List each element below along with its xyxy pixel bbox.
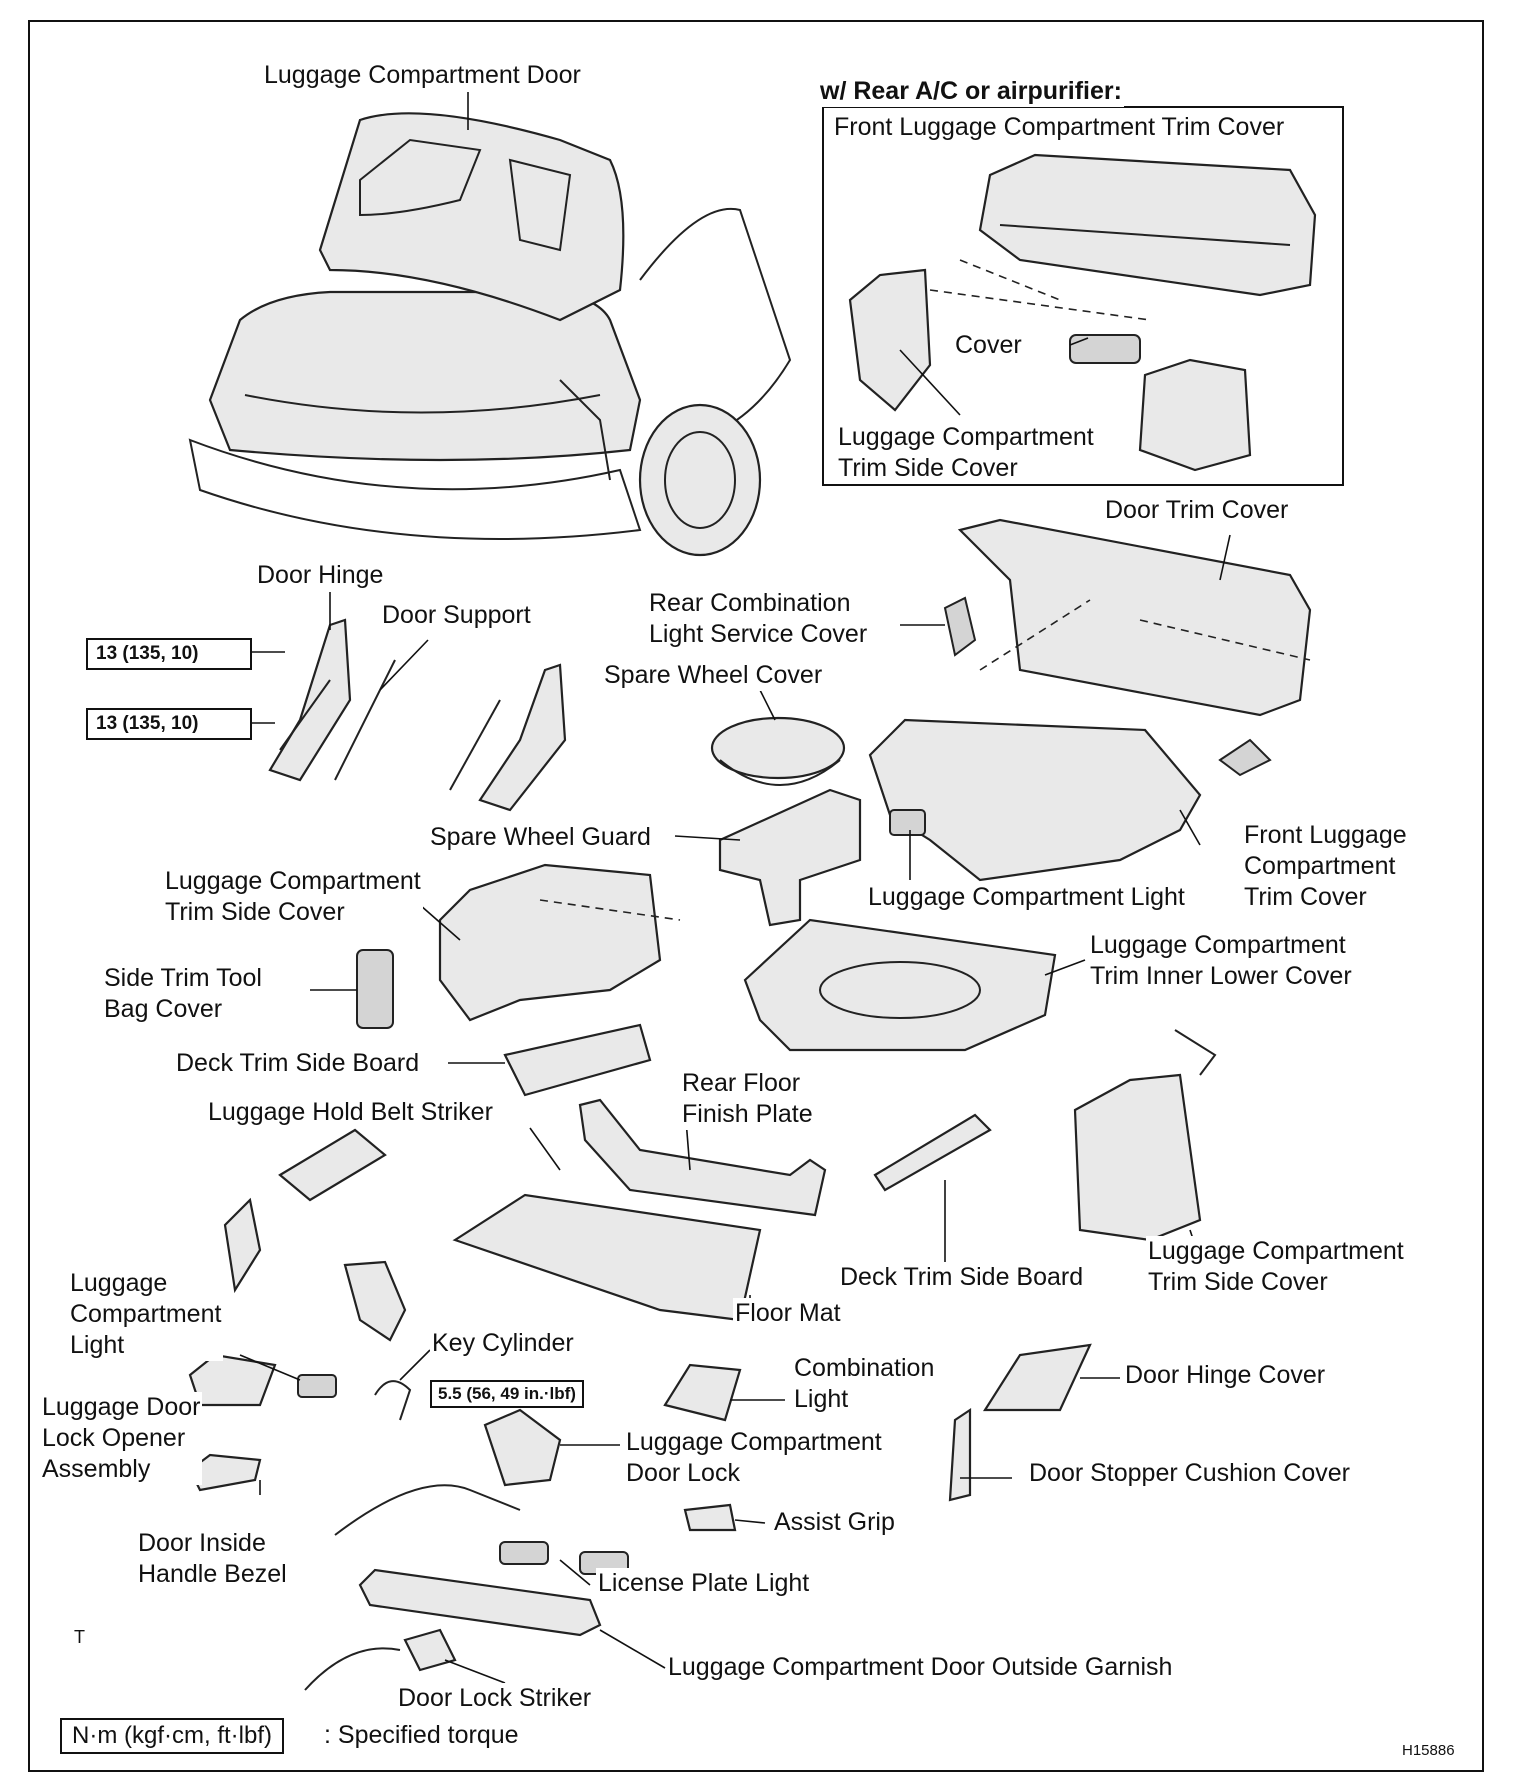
front-luggage-trim-cover-drawing: [868, 718, 1202, 882]
door-inside-handle-bezel-drawing: [188, 1453, 262, 1492]
label-luggage-trim-inner-lower-cover: Luggage Compartment Trim Inner Lower Cov…: [1088, 930, 1354, 992]
label-combination-light: Combination Light: [792, 1353, 937, 1415]
label-front-luggage-trim-cover-inset: Front Luggage Compartment Trim Cover: [832, 112, 1287, 143]
label-luggage-door-lock-opener: Luggage Door Lock Opener Assembly: [40, 1392, 203, 1485]
label-luggage-trim-side-cover-left: Luggage Compartment Trim Side Cover: [163, 866, 423, 928]
door-support-right-drawing: [449, 699, 501, 791]
luggage-door-lock-drawing: [483, 1408, 562, 1487]
label-luggage-trim-side-cover-inset: Luggage Compartment Trim Side Cover: [836, 422, 1096, 484]
luggage-light-cover-drawing: [1218, 738, 1272, 777]
corner-mark: T: [72, 1622, 87, 1653]
label-deck-trim-side-board-left: Deck Trim Side Board: [174, 1048, 422, 1079]
legend-unit-text: : Specified torque: [322, 1720, 521, 1751]
label-rear-combination-light-service-cover: Rear Combination Light Service Cover: [647, 588, 870, 650]
license-plate-light-drawing: [499, 1541, 549, 1565]
label-front-luggage-trim-cover: Front Luggage Compartment Trim Cover: [1242, 820, 1409, 913]
label-luggage-trim-side-cover-right: Luggage Compartment Trim Side Cover: [1146, 1236, 1406, 1298]
label-door-hinge-cover: Door Hinge Cover: [1123, 1360, 1328, 1391]
label-assist-grip: Assist Grip: [772, 1507, 897, 1538]
door-support-drawing: [334, 659, 396, 781]
combination-light-drawing: [663, 1363, 742, 1422]
label-deck-trim-side-board-right: Deck Trim Side Board: [838, 1262, 1086, 1293]
label-luggage-hold-belt-striker: Luggage Hold Belt Striker: [206, 1097, 495, 1128]
torque-door-lock: 5.5 (56, 49 in.·lbf): [430, 1380, 584, 1408]
label-door-inside-handle-bezel: Door Inside Handle Bezel: [136, 1528, 289, 1590]
floor-mat-drawing: [452, 1193, 762, 1322]
luggage-trim-inner-lower-cover-drawing: [743, 918, 1057, 1052]
label-cover: Cover: [953, 330, 1024, 361]
rear-floor-finish-plate-drawing: [578, 1098, 827, 1217]
torque-hinge-lower: 13 (135, 10): [86, 708, 252, 740]
spare-wheel-guard-drawing: [718, 788, 862, 927]
label-license-plate-light: License Plate Light: [596, 1568, 812, 1599]
door-lock-striker-drawing: [403, 1628, 457, 1672]
leader-lines: [239, 92, 1231, 1684]
door-trim-cover-drawing: [957, 518, 1312, 717]
spare-wheel-cover-drawing: [710, 716, 846, 780]
key-cylinder-drawing: [374, 1380, 412, 1421]
side-trim-tool-bag-cover-drawing: [356, 949, 394, 1029]
car-body-drawing: [188, 112, 792, 557]
door-stopper-cushion-cover-drawing: [948, 1407, 972, 1502]
label-rear-floor-finish-plate: Rear Floor Finish Plate: [680, 1068, 815, 1130]
label-luggage-compartment-light-upper: Luggage Compartment Light: [866, 882, 1187, 913]
luggage-hold-belt-striker-drawing: [278, 1128, 387, 1202]
label-door-outside-garnish: Luggage Compartment Door Outside Garnish: [666, 1652, 1175, 1683]
label-floor-mat: Floor Mat: [733, 1298, 843, 1329]
label-rear-ac-heading: w/ Rear A/C or airpurifier:: [818, 76, 1124, 107]
label-door-lock-striker: Door Lock Striker: [396, 1683, 594, 1714]
legend-unit-box: N·m (kgf·cm, ft·lbf): [60, 1718, 284, 1754]
luggage-door-lock-opener-drawing: [188, 1353, 277, 1407]
luggage-trim-side-cover-left-drawing: [438, 863, 662, 1022]
diagram-frame: [28, 20, 1484, 1772]
label-luggage-compartment-door-lock: Luggage Compartment Door Lock: [624, 1427, 884, 1489]
label-spare-wheel-cover: Spare Wheel Cover: [602, 660, 825, 691]
rear-ac-inset-box: [822, 106, 1344, 486]
torque-hinge-upper: 13 (135, 10): [86, 638, 252, 670]
label-door-stopper-cushion-cover: Door Stopper Cushion Cover: [1027, 1458, 1352, 1489]
figure-id: H15886: [1400, 1735, 1457, 1766]
deck-trim-side-board-right-drawing: [873, 1113, 992, 1192]
door-hinge-drawing: [268, 618, 352, 782]
label-side-trim-tool-bag-cover: Side Trim Tool Bag Cover: [102, 963, 264, 1025]
label-spare-wheel-guard: Spare Wheel Guard: [428, 822, 653, 853]
label-door-support: Door Support: [380, 600, 533, 631]
outside-garnish-drawing: [358, 1568, 602, 1637]
label-luggage-compartment-light-lower: Luggage Compartment Light: [68, 1268, 224, 1361]
label-luggage-compartment-door: Luggage Compartment Door: [262, 60, 583, 91]
rear-combination-light-service-cover-drawing: [943, 596, 977, 657]
luggage-compartment-light-lower-drawing: [343, 1260, 407, 1342]
inset-parts: [848, 153, 1317, 472]
door-hinge-cover-drawing: [982, 1343, 1092, 1412]
label-door-trim-cover: Door Trim Cover: [1103, 495, 1291, 526]
assist-grip-drawing: [683, 1503, 737, 1532]
label-key-cylinder: Key Cylinder: [430, 1328, 576, 1359]
deck-trim-side-board-left-drawing: [503, 1023, 652, 1097]
label-door-hinge: Door Hinge: [255, 560, 386, 591]
door-hinge-right-drawing: [478, 663, 567, 812]
luggage-trim-side-cover-right-drawing: [1073, 1073, 1202, 1242]
